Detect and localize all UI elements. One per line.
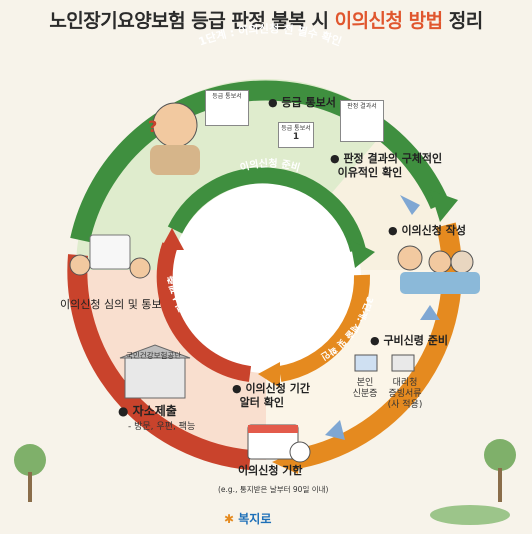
arrow-to-write-icon [400, 195, 420, 215]
self-submit-methods: - 방문, 우편, 팩능 [128, 422, 196, 432]
bokjiro-logo: ✱ 복지로 [224, 512, 272, 526]
tree-left-trunk-icon [28, 472, 32, 502]
id-card-icon [354, 354, 378, 372]
review-label: 이의신청 심의 및 통보 [60, 298, 162, 311]
arrow-to-docs-icon [420, 305, 440, 320]
tree-right-trunk-icon [498, 468, 502, 502]
inner-arrow-red [160, 228, 184, 250]
step1-ring-label: 1단계 : 이의신청 전 필수 확인 [197, 21, 344, 48]
grade-notice-doc: 등급 통보서 [205, 90, 249, 126]
family-person-1-icon [397, 245, 423, 271]
bush-icon [430, 505, 510, 525]
family-person-3-icon [450, 250, 474, 274]
elderly-body-icon [150, 145, 200, 175]
center-circle [171, 183, 361, 373]
outer-ring-red [67, 254, 251, 470]
proxy-doc-icon [391, 354, 415, 372]
family-body-icon [400, 272, 480, 294]
objection-form-doc: 판정 결과서 [340, 100, 384, 142]
page-title: 노인장기요양보험 등급 판정 불복 시 이의신청 방법 정리 [49, 10, 483, 32]
inner-ring-orange [278, 274, 371, 382]
question-mark-icon: ? [148, 117, 157, 136]
outer-arrow-green [430, 190, 458, 222]
inner-arrow-green [350, 240, 375, 268]
reviewer-2-icon [129, 257, 151, 279]
clock-icon [289, 441, 311, 463]
inner-arrow-orange [258, 362, 280, 388]
agency-building-icon [124, 357, 186, 399]
laptop-screen-icon [89, 234, 131, 270]
outer-ring-orange [288, 222, 462, 470]
calendar-header-icon [248, 425, 298, 433]
prepare-docs-label: ● 구비신령 준비 [370, 334, 448, 347]
prepare-ring-label: 이의신청 준비 [238, 156, 301, 174]
check-reason-label: ● 판정 결과의 구체적인 이유적인 확인 [330, 152, 443, 179]
tree-left-icon [14, 444, 46, 476]
family-person-2-icon [428, 250, 452, 274]
deadline-alert-label: ● 이의신청 기간 알터 확인 [232, 382, 310, 409]
inner-ring-green [167, 167, 366, 253]
reviewer-1-icon [69, 254, 91, 276]
elderly-person-icon [152, 102, 198, 148]
tree-right-icon [484, 439, 516, 471]
agency-label: 국민건강보험공단 [126, 351, 182, 360]
write-objection-label: ● 이의신청 작성 [388, 224, 466, 237]
inner-ring-red [156, 242, 252, 382]
arrow-to-deadline-icon [325, 420, 345, 440]
agency-roof-icon [119, 344, 191, 359]
grade-notice-label: ● 등급 통보서 [268, 96, 336, 109]
deadline-label: 이의신청 기한 [238, 464, 303, 477]
deadline-note: (e.g., 통지받은 날부터 90일 이내) [218, 485, 329, 494]
self-submit-label: ● 자소제출 [118, 404, 177, 418]
